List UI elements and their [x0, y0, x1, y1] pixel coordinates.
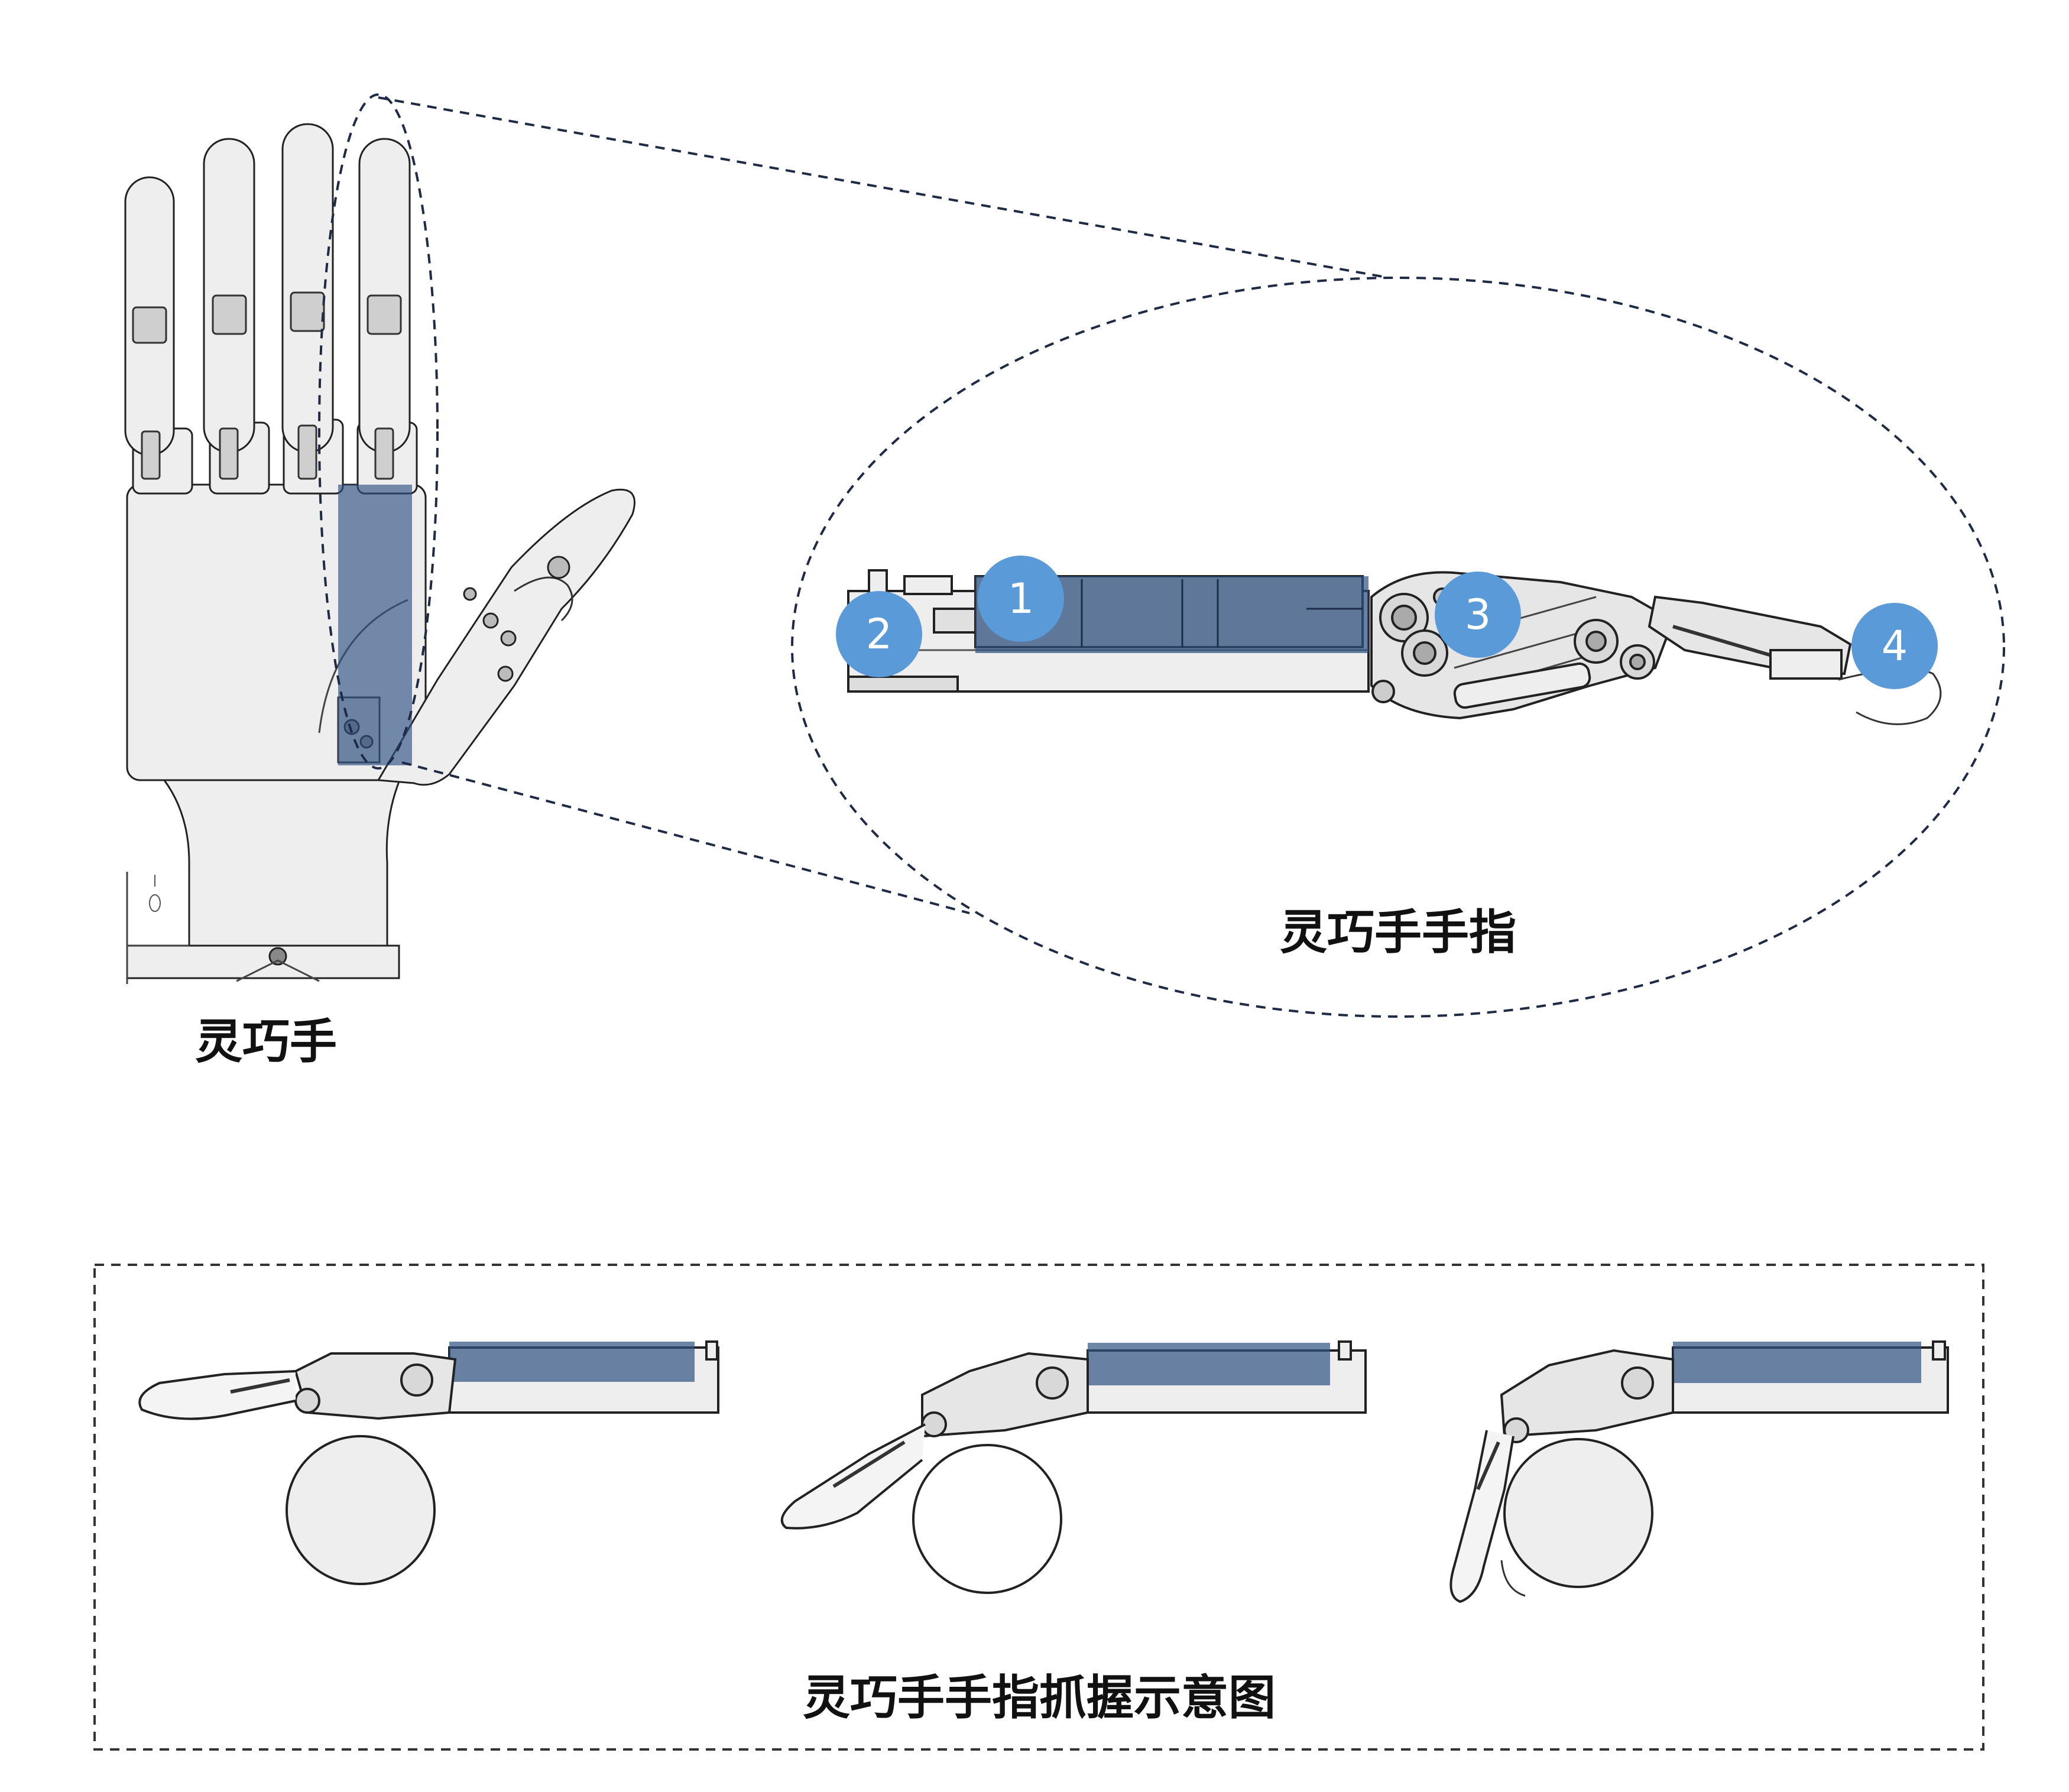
grasp-object-2 [912, 1444, 1062, 1594]
grasp-actuator-3 [1673, 1342, 1921, 1383]
grasp-panel-frame [93, 1264, 1984, 1751]
zoom-target-ellipse [791, 277, 2005, 1018]
marker-1: 1 [978, 556, 1064, 642]
zoom-callout [318, 93, 2005, 1018]
marker-1-number: 1 [1008, 574, 1034, 623]
grasp-actuator-1 [449, 1342, 695, 1382]
zoom-line-top [378, 96, 1390, 279]
finger-label: 灵巧手手指 [1280, 905, 1516, 960]
marker-3-number: 3 [1465, 590, 1491, 639]
marker-4: 4 [1851, 603, 1938, 689]
grasp-stage-3 [1449, 1340, 1949, 1603]
hand-wrist-base [126, 944, 400, 979]
grasp-actuator-2 [1088, 1343, 1330, 1385]
grasp-stage-2 [780, 1340, 1367, 1594]
marker-2: 2 [836, 591, 922, 677]
grasp-object-1 [286, 1435, 436, 1585]
marker-3: 3 [1435, 572, 1521, 658]
hand-wrist [157, 773, 404, 947]
finger-markers: 1 2 3 4 [836, 556, 1938, 689]
marker-2-number: 2 [866, 610, 893, 658]
zoom-source-ellipse [318, 93, 439, 770]
grasp-label: 灵巧手手指抓握示意图 [803, 1670, 1276, 1725]
grasp-object-3 [1503, 1438, 1653, 1588]
grasp-stage-1 [138, 1340, 719, 1585]
marker-4-number: 4 [1882, 622, 1908, 670]
hand-actuator-highlight [338, 485, 412, 765]
zoom-line-bottom [401, 761, 970, 914]
hand-label: 灵巧手 [195, 1014, 337, 1069]
